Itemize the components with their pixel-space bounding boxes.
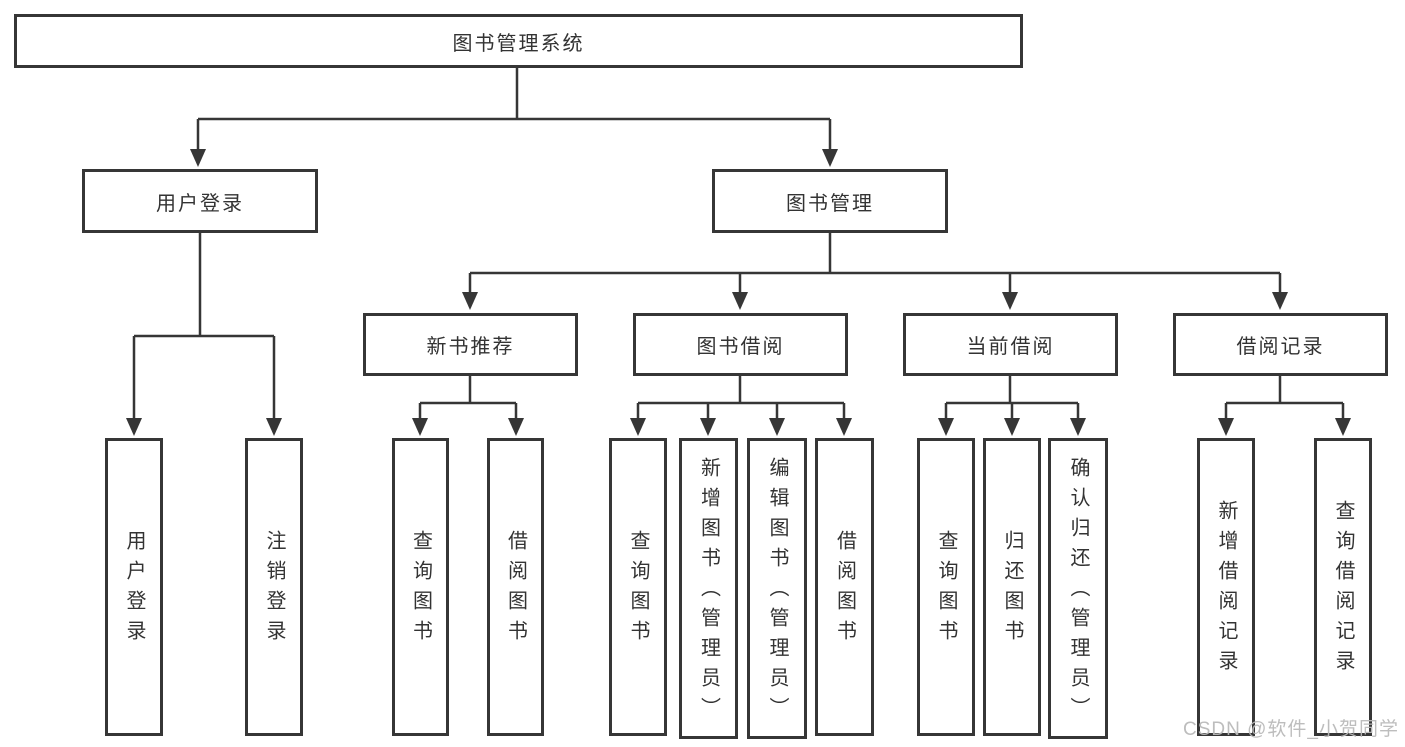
leaf-add-borrow-record: 新增借阅记录 bbox=[1197, 438, 1255, 736]
leaf-user-login: 用户登录 bbox=[105, 438, 163, 736]
leaf-add-book-admin: 新增图书（管理员） bbox=[679, 438, 738, 739]
leaf-logout: 注销登录 bbox=[245, 438, 303, 736]
leaf-return-book: 归还图书 bbox=[983, 438, 1041, 736]
leaf-edit-book-admin: 编辑图书（管理员） bbox=[747, 438, 807, 739]
node-user-login: 用户登录 bbox=[82, 169, 318, 233]
leaf-borrow-books: 借阅图书 bbox=[815, 438, 874, 736]
node-current-borrow: 当前借阅 bbox=[903, 313, 1118, 376]
node-new-book-recommend: 新书推荐 bbox=[363, 313, 578, 376]
leaf-query-borrow-record: 查询借阅记录 bbox=[1314, 438, 1372, 736]
node-book-management: 图书管理 bbox=[712, 169, 948, 233]
leaf-query-books-borrow: 查询图书 bbox=[609, 438, 667, 736]
leaf-query-books-recommend: 查询图书 bbox=[392, 438, 449, 736]
node-book-borrow: 图书借阅 bbox=[633, 313, 848, 376]
node-borrow-records: 借阅记录 bbox=[1173, 313, 1388, 376]
watermark: CSDN @软件_小贺同学 bbox=[1183, 719, 1399, 740]
leaf-query-books-current: 查询图书 bbox=[917, 438, 975, 736]
leaf-borrow-books-recommend: 借阅图书 bbox=[487, 438, 544, 736]
node-root: 图书管理系统 bbox=[14, 14, 1023, 68]
leaf-confirm-return-admin: 确认归还（管理员） bbox=[1048, 438, 1108, 739]
